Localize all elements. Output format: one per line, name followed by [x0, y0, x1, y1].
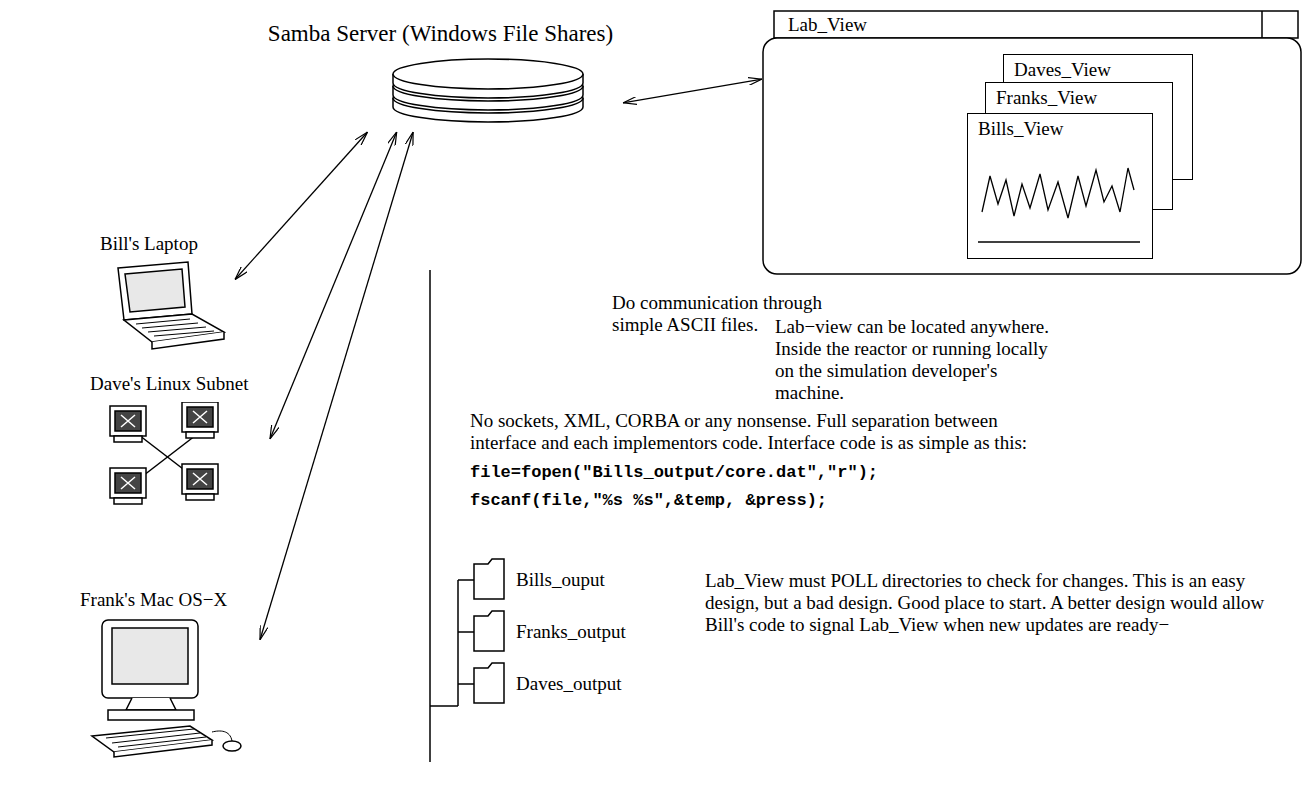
folder-label: Bills_ouput [516, 569, 605, 591]
subnet-icon-part-part-part [114, 498, 142, 504]
desktop-computer-icon-part-part [114, 740, 212, 757]
node-heading: Samba Server (Windows File Shares) [268, 20, 613, 47]
connector-arrow [235, 132, 368, 280]
laptop-icon-part [118, 262, 224, 349]
connector-arrow [623, 79, 762, 103]
subnet-icon-part-part-part [115, 411, 141, 431]
line-chart-part [982, 168, 1134, 218]
subnet-icon-part-part-part [186, 432, 214, 438]
subnet-icon-part-part-part [182, 464, 218, 494]
folder-label: Daves_output [516, 673, 622, 695]
subnet-icon-part [110, 402, 218, 504]
node-label: Dave's Linux Subnet [90, 372, 249, 395]
line-chart-part [978, 241, 1140, 243]
subnet-icon-part-part [121, 411, 207, 489]
desktop-computer-icon-part-part [102, 620, 198, 698]
disk-stack-part-part [393, 59, 583, 89]
desktop-computer-icon [80, 618, 260, 768]
subnet-icon-part-part-part [182, 402, 218, 432]
desktop-computer-icon-part-part [212, 731, 232, 741]
code-line: fscanf(file,"%s %s",&temp, &press); [470, 490, 827, 512]
disk-stack [258, 54, 623, 128]
view-window: Bills_View [967, 113, 1153, 259]
connector-arrow [270, 132, 397, 439]
node-label: Lab_View [788, 13, 867, 36]
folder-icon [474, 611, 504, 651]
desktop-computer-icon-part-part [223, 741, 241, 751]
node-label: Daves_View [1014, 58, 1111, 81]
tree-branch [458, 579, 474, 581]
computer-node: Dave's Linux Subnet [90, 372, 270, 524]
laptop-icon-part-part [118, 262, 192, 320]
window-frame-part-part [774, 11, 1298, 38]
subnet-icon-part-part-part [110, 406, 146, 436]
laptop-icon-part-part [152, 332, 224, 349]
connector-arrow [260, 132, 413, 640]
computer-node: Frank's Mac OS−X [80, 588, 260, 773]
tree-branch [458, 631, 474, 633]
node-label: Frank's Mac OS−X [80, 588, 227, 611]
folder-icons [474, 559, 504, 703]
node-label: Franks_View [996, 86, 1097, 109]
subnet-icon-part-part-part [114, 436, 142, 442]
laptop-icon-part-part [136, 319, 214, 336]
subnet-icon-part-part [115, 407, 213, 493]
subnet-icon-part-part-part [187, 407, 213, 427]
desktop-computer-icon-part-part [106, 729, 206, 747]
subnet-icon [90, 402, 270, 520]
window-frame-part-part [1261, 11, 1263, 38]
subnet-icon-part-part-part [193, 411, 207, 423]
desktop-computer-icon-part-part [108, 710, 194, 720]
note-text: Lab−view can be located anywhere. Inside… [775, 316, 1067, 404]
subnet-icon-part-part-part [115, 473, 141, 493]
tree-lines [430, 270, 474, 762]
window-frame-part [763, 11, 1301, 274]
node-label: Bill's Laptop [100, 232, 198, 255]
subnet-icon-part-part-part [121, 477, 135, 489]
line-chart [968, 146, 1154, 256]
folder-label: Franks_output [516, 621, 626, 643]
disk-stack-part [393, 59, 583, 122]
subnet-icon-part-part-part [193, 473, 207, 485]
node-label: Bills_View [978, 117, 1063, 140]
subnet-icon-part-part-part [121, 415, 135, 427]
folder-icon [474, 663, 504, 703]
tree-branch [457, 580, 459, 706]
tree-trunk [429, 270, 431, 762]
computer-node: Bill's Laptop [100, 232, 235, 364]
subnet-icon-part-part-part [110, 468, 146, 498]
subnet-icon-part-part-part [187, 469, 213, 489]
folder-icon [474, 559, 504, 599]
note-text: No sockets, XML, CORBA or any nonsense. … [470, 410, 1030, 454]
subnet-icon-part-part-part [186, 494, 214, 500]
desktop-computer-icon-part [92, 620, 241, 757]
laptop-icon-part-part [125, 269, 185, 312]
tree-branch [458, 683, 474, 685]
subnet-icon-part-part [110, 402, 218, 504]
laptop-icon [100, 260, 235, 360]
note-text: Lab_View must POLL directories to check … [705, 570, 1300, 636]
tree-branch [430, 705, 458, 707]
window-frame-part-part [763, 38, 1301, 274]
desktop-computer-icon-part-part [126, 698, 176, 710]
desktop-computer-icon-part-part [112, 628, 188, 684]
server-node: Samba Server (Windows File Shares) [258, 20, 623, 132]
code-line: file=fopen("Bills_output/core.dat","r"); [470, 462, 878, 484]
application-window: Lab_ViewDaves_ViewFranks_View Bills_View [762, 10, 1302, 276]
